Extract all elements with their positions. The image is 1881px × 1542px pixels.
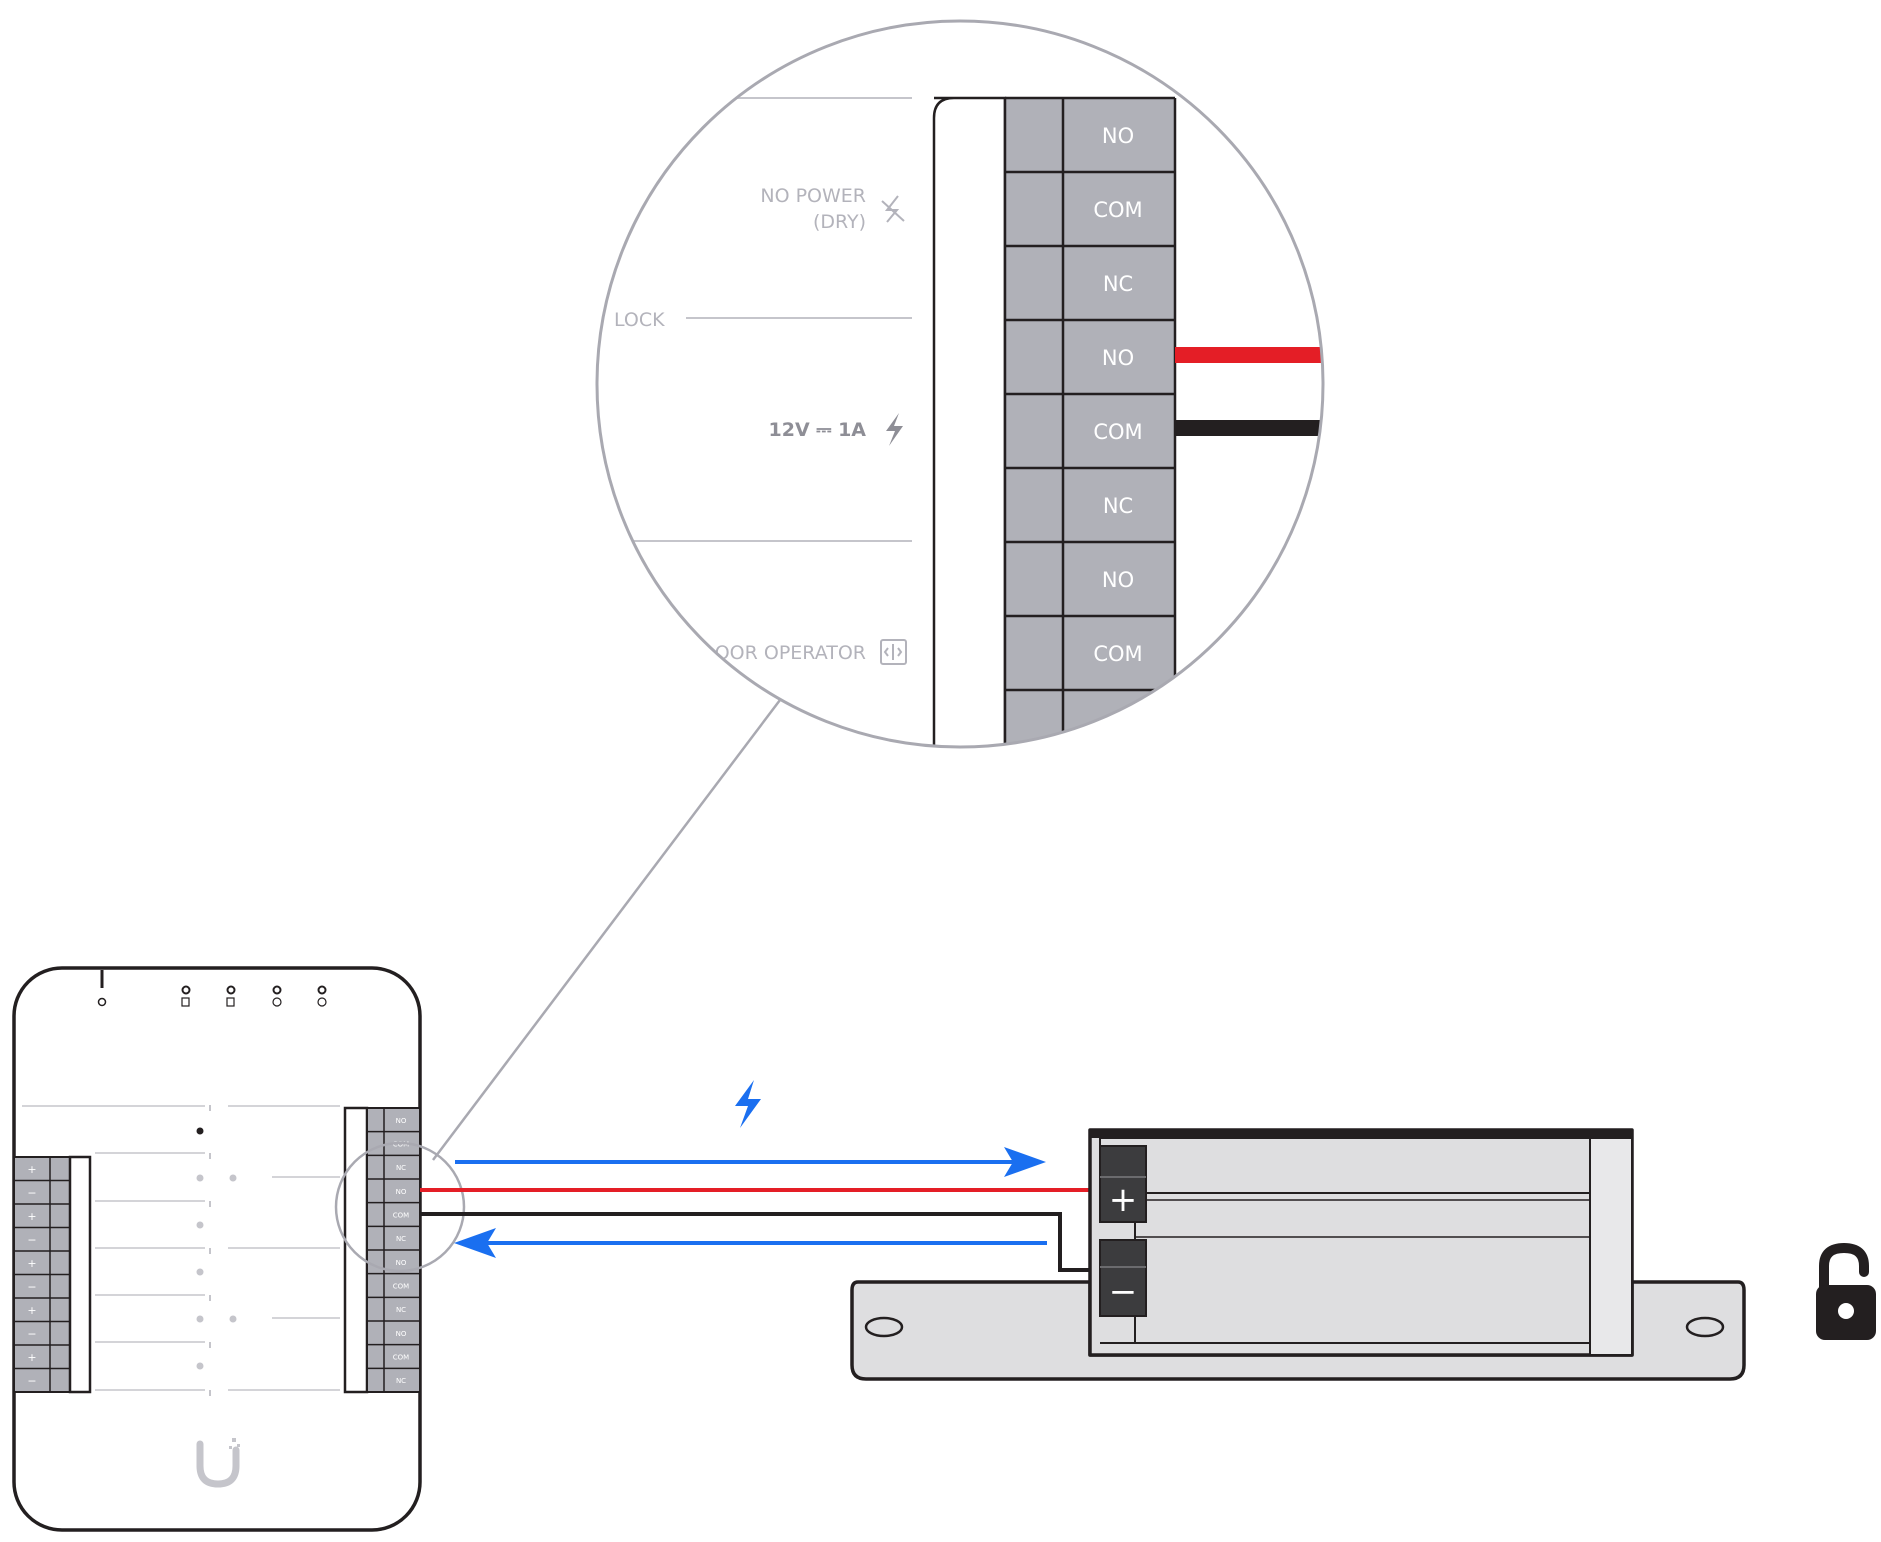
zoom-terminal-label: NC xyxy=(1103,494,1133,518)
device-terminal-label: NC xyxy=(396,1306,406,1314)
ubiquiti-logo-icon xyxy=(196,1438,240,1488)
device-terminal-label: NC xyxy=(396,1164,406,1172)
doorbell-led-icon xyxy=(317,985,327,1007)
door-led-icon xyxy=(181,985,191,1007)
device-terminal-label: COM xyxy=(393,1212,409,1220)
device-terminal-label: NC xyxy=(396,1377,406,1385)
unlock-icon xyxy=(1816,1242,1876,1340)
strike-minus-terminal: − xyxy=(1099,1239,1147,1317)
device-terminal-label: − xyxy=(27,1186,36,1199)
device-terminal-label: + xyxy=(27,1257,36,1270)
door-operator-icon xyxy=(880,639,907,665)
zoom-view: NO POWER (DRY) LOCK 12V ⎓ 1A DOOR OPERAT… xyxy=(597,21,1323,747)
device-terminal-label: NO xyxy=(396,1330,407,1338)
strike-minus-label: − xyxy=(1109,1272,1138,1312)
device-terminal-label: COM xyxy=(393,1354,409,1362)
zoom-red-wire xyxy=(1175,347,1323,363)
zoom-terminal-label: NO xyxy=(1102,346,1134,370)
zoom-circle xyxy=(595,19,1325,749)
no-power-label: NO POWER xyxy=(760,185,866,207)
device-terminal-label: NC xyxy=(396,1235,406,1243)
zoom-terminal-label: COM xyxy=(1093,198,1142,222)
zoom-connector-line xyxy=(432,699,781,1161)
device-terminal-label: − xyxy=(27,1233,36,1246)
zoom-terminal-label: COM xyxy=(1093,420,1142,444)
device-terminal-label: + xyxy=(27,1210,36,1223)
device-terminal-label: COM xyxy=(393,1283,409,1291)
zoom-terminal-label: NO xyxy=(1102,568,1134,592)
power-led-icon xyxy=(97,997,107,1007)
device-terminal-label: NO xyxy=(396,1117,407,1125)
dry-label: (DRY) xyxy=(813,211,866,233)
device-zoom-circle xyxy=(334,1141,466,1273)
device-terminal-label: − xyxy=(27,1374,36,1387)
device-terminal-label: COM xyxy=(393,1141,409,1149)
lock-label: LOCK xyxy=(614,309,665,331)
access-hub-device: + − + − + − + − + − NO COM NC NO COM NC NO COM NC NO COM NC xyxy=(12,966,466,1532)
device-terminal-label: + xyxy=(27,1351,36,1364)
device-terminal-label: NO xyxy=(396,1188,407,1196)
zoom-terminal-label: NO xyxy=(1102,124,1134,148)
device-terminal-label: + xyxy=(27,1304,36,1317)
door-led-icon xyxy=(226,985,236,1007)
zoom-black-wire xyxy=(1175,420,1323,436)
device-terminal-label: NO xyxy=(396,1259,407,1267)
door-operator-label: DOOR OPERATOR xyxy=(700,642,866,664)
wires xyxy=(420,1188,1100,1272)
device-terminal-label: + xyxy=(27,1163,36,1176)
no-power-icon xyxy=(881,195,905,223)
zoom-terminal-label: COM xyxy=(1093,642,1142,666)
zoom-terminal-label: NC xyxy=(1103,272,1133,296)
strike-plus-terminal: + xyxy=(1099,1145,1147,1223)
current-flow-arrows xyxy=(454,1147,1047,1258)
bolt-icon xyxy=(886,413,903,446)
strike-plus-label: + xyxy=(1109,1180,1138,1220)
bolt-icon xyxy=(735,1080,761,1128)
device-terminal-label: − xyxy=(27,1280,36,1293)
device-terminal-label: − xyxy=(27,1327,36,1340)
doorbell-led-icon xyxy=(272,985,282,1007)
electric-strike: + − xyxy=(850,1128,1746,1381)
voltage-label: 12V ⎓ 1A xyxy=(769,419,867,441)
